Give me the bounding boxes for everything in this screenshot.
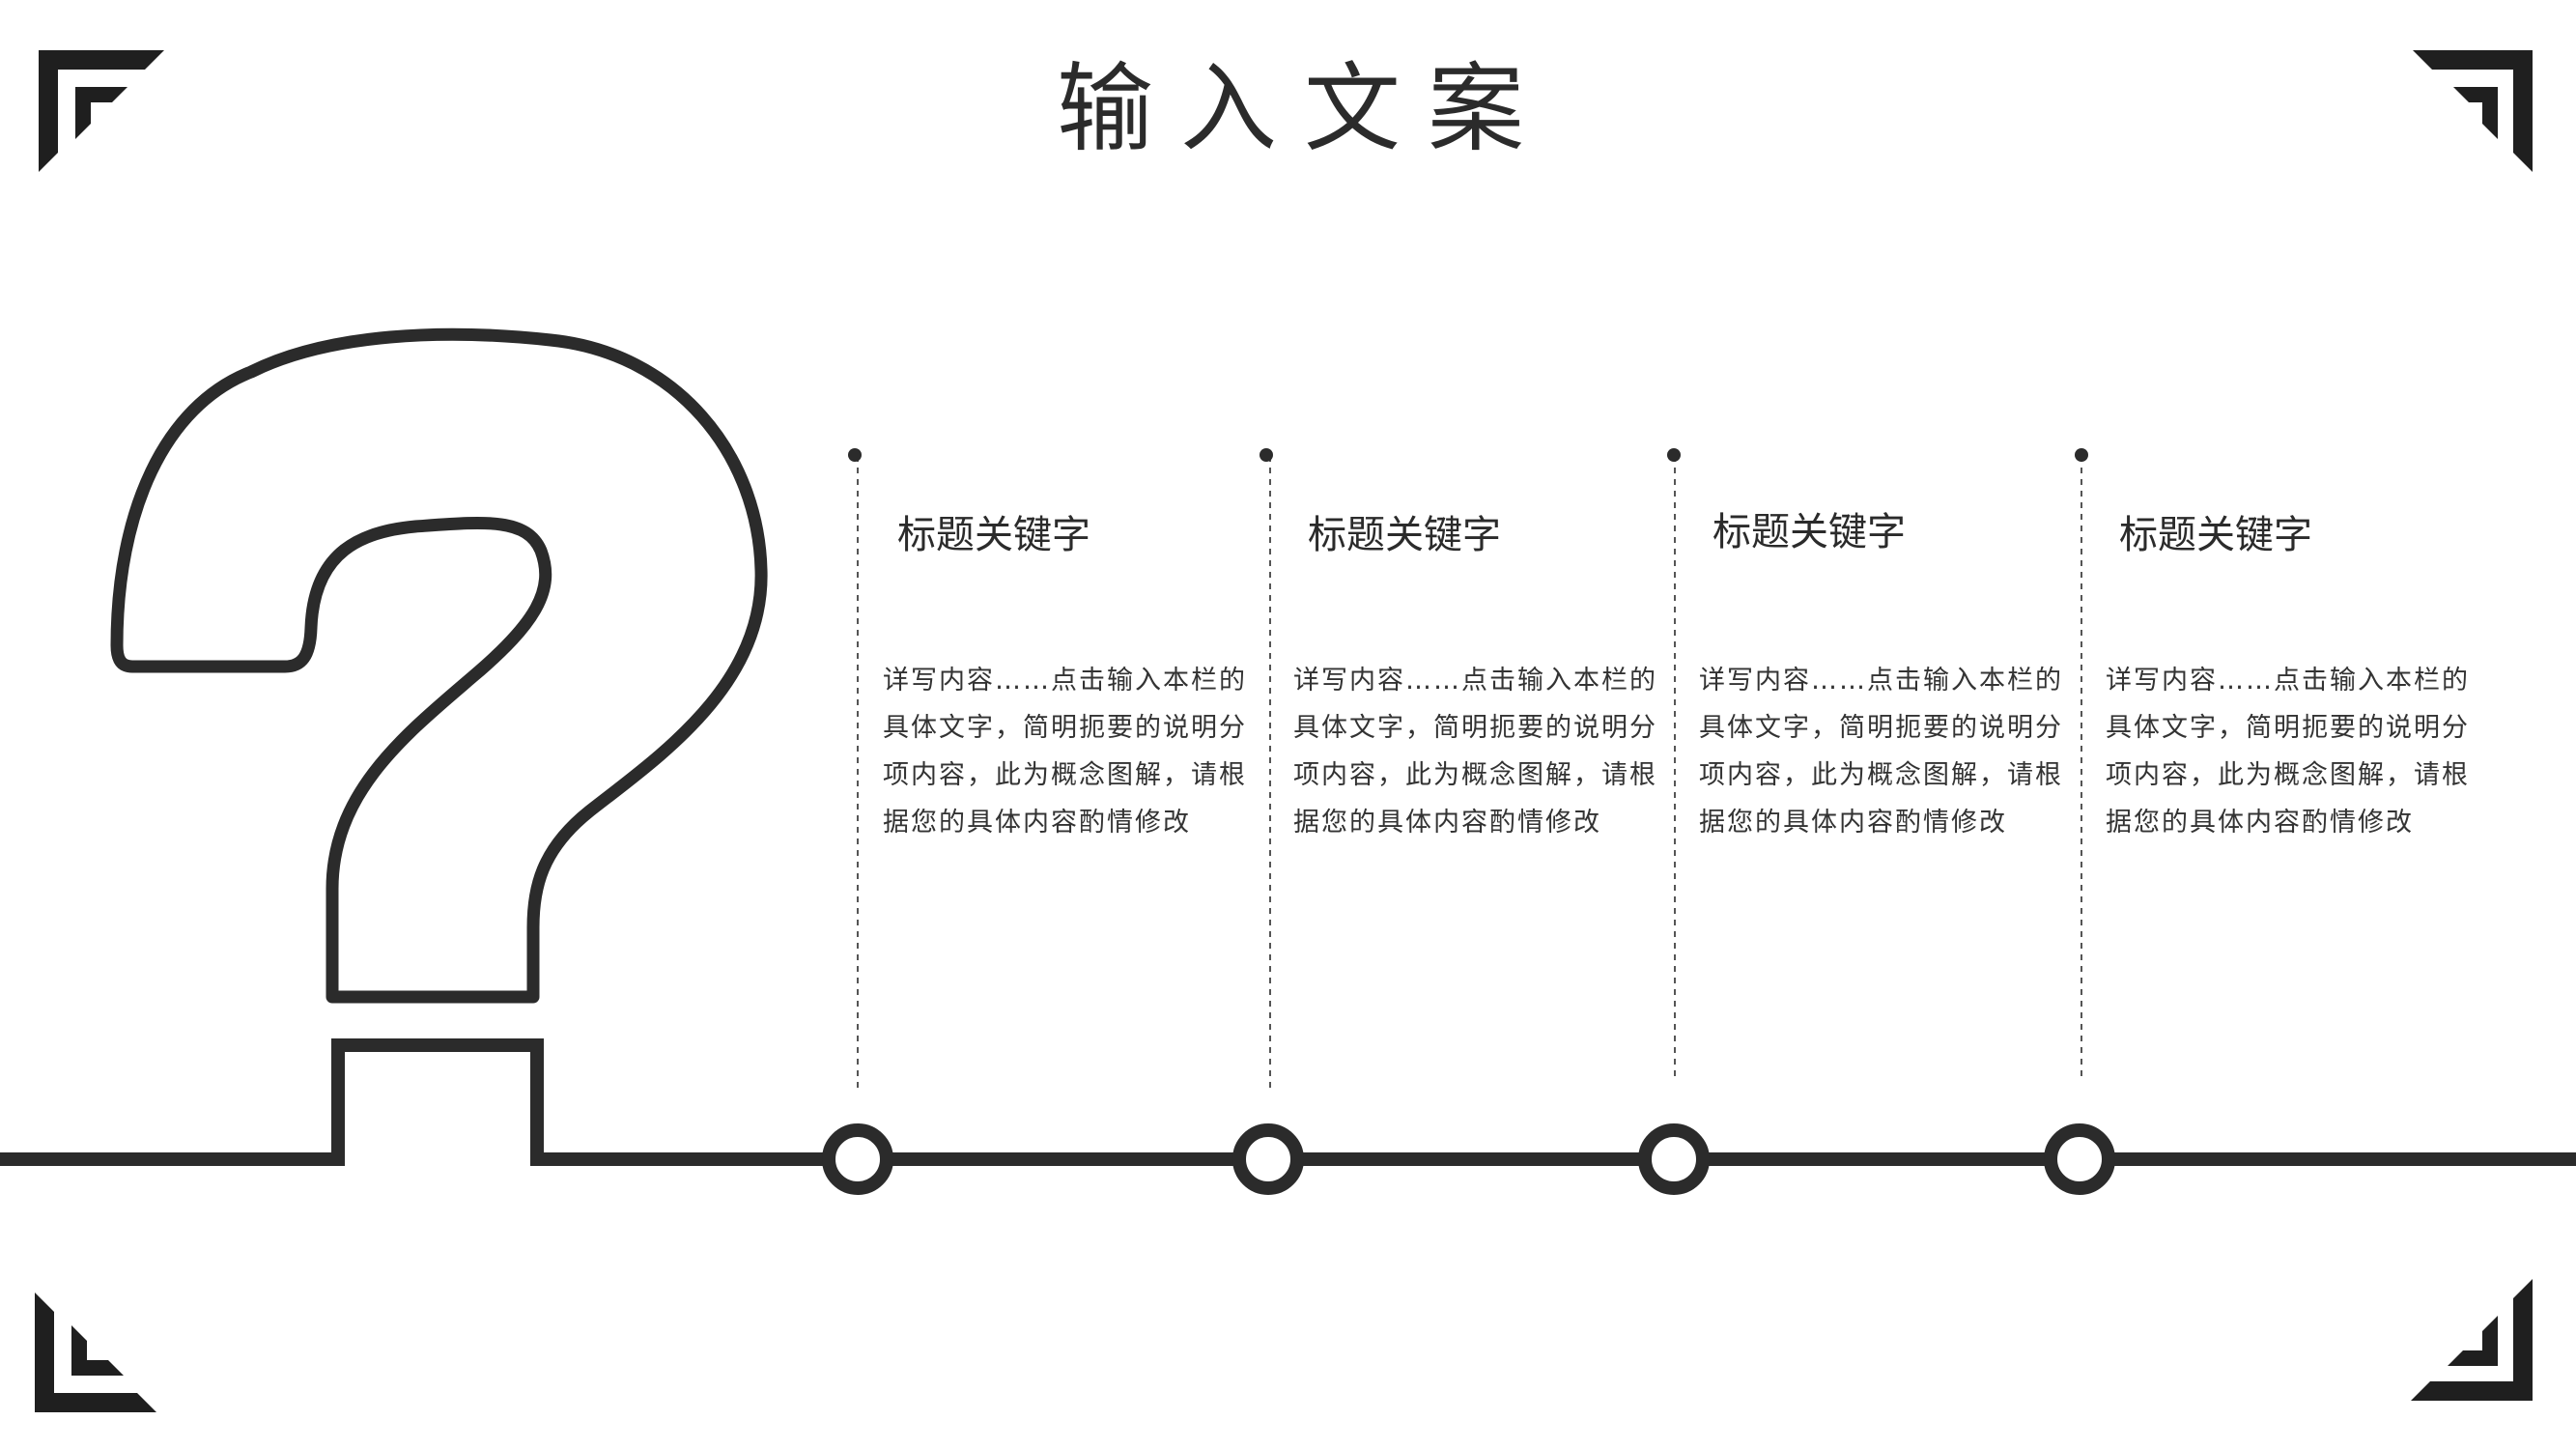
item-body-3: 详写内容……点击输入本栏的具体文字，简明扼要的说明分项内容，此为概念图解，请根据… xyxy=(1699,666,2063,838)
corner-bottom-left-icon xyxy=(35,1293,156,1412)
item-body-2: 详写内容……点击输入本栏的具体文字，简明扼要的说明分项内容，此为概念图解，请根据… xyxy=(1293,666,1657,838)
item-heading-3: 标题关键字 xyxy=(1713,510,1906,554)
item-heading-4: 标题关键字 xyxy=(2119,513,2312,557)
corner-bottom-right-icon xyxy=(2411,1279,2533,1401)
item-body-4: 详写内容……点击输入本栏的具体文字，简明扼要的说明分项内容，此为概念图解，请根据… xyxy=(2106,666,2470,838)
timeline-node-2 xyxy=(1232,448,1304,1195)
corner-top-left-icon xyxy=(39,50,164,172)
item-heading-1: 标题关键字 xyxy=(897,513,1090,557)
slide-title: 输入文案 xyxy=(1057,52,1551,165)
corner-top-right-icon xyxy=(2413,50,2533,172)
item-body-1: 详写内容……点击输入本栏的具体文字，简明扼要的说明分项内容，此为概念图解，请根据… xyxy=(883,666,1247,838)
timeline-node-3 xyxy=(1638,448,1710,1195)
timeline-node-4 xyxy=(2044,448,2115,1195)
item-heading-2: 标题关键字 xyxy=(1308,513,1501,557)
timeline-node-1 xyxy=(822,448,893,1195)
question-mark-outline-icon xyxy=(110,327,768,1004)
